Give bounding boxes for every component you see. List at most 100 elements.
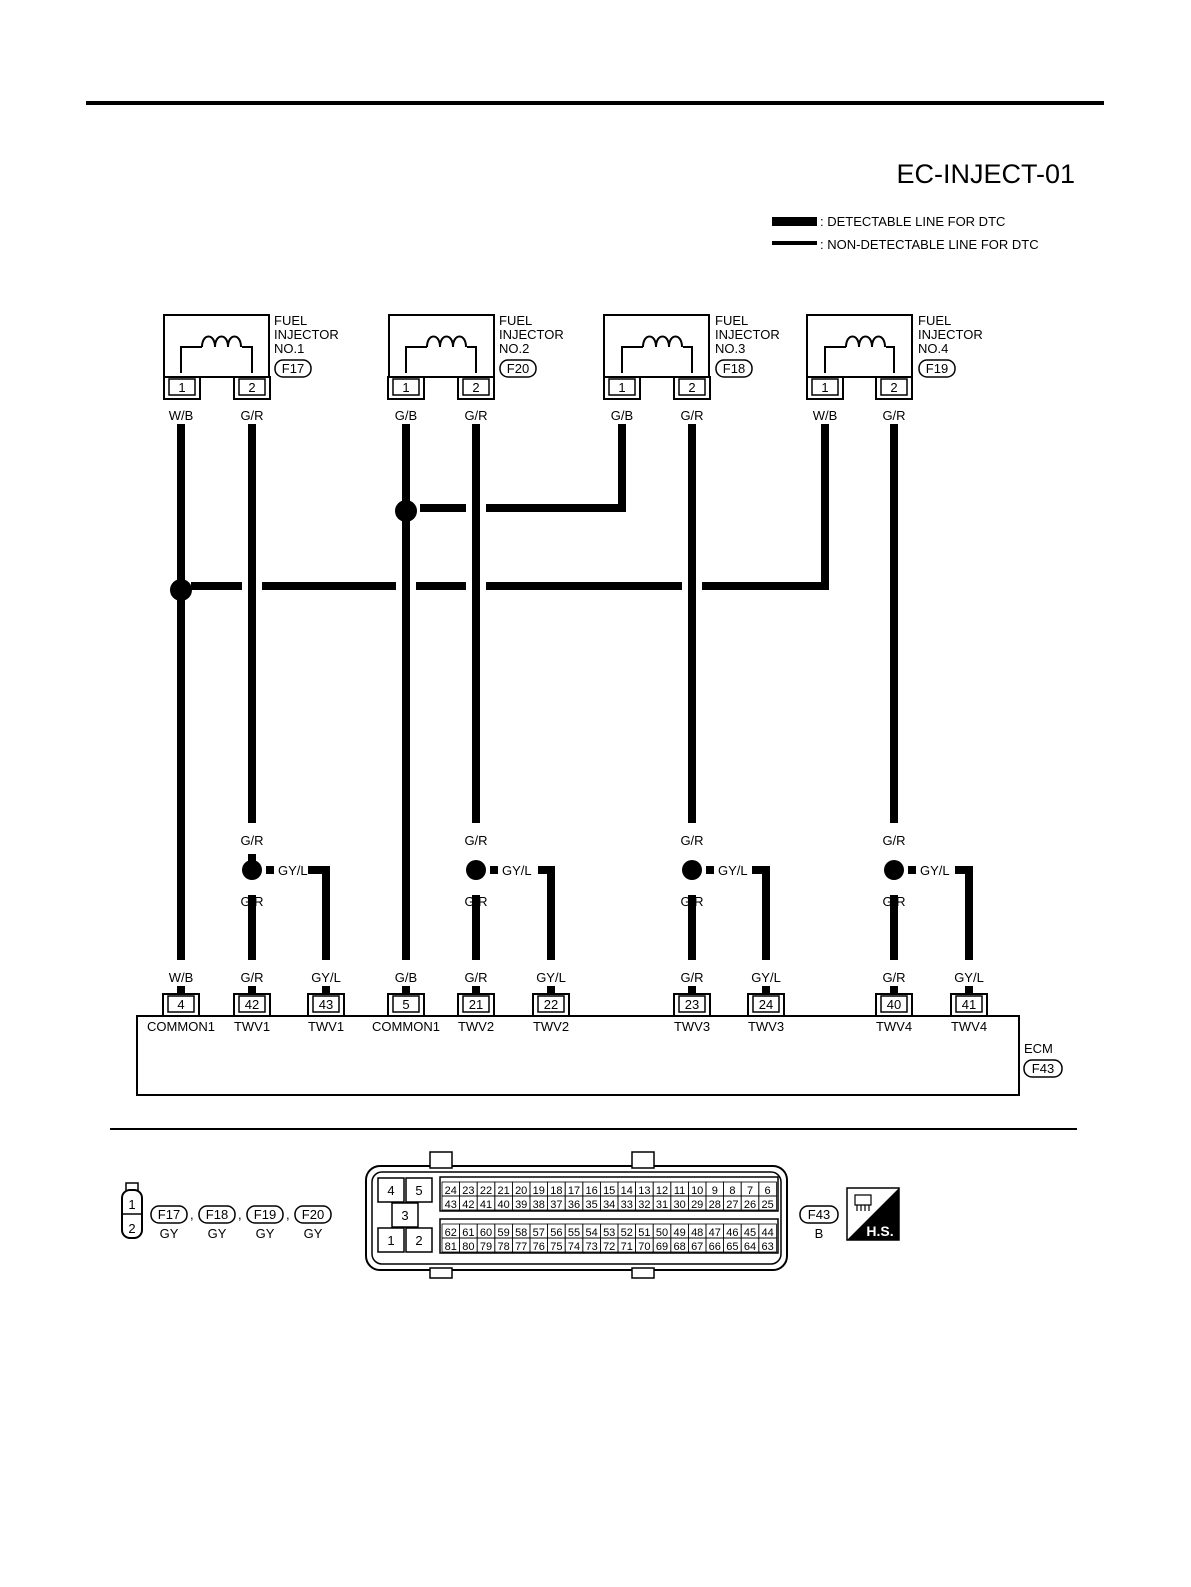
wire-color: G/B <box>395 408 417 423</box>
section-divider <box>110 1128 1077 1130</box>
ecm-pin-number: 38 <box>533 1199 545 1211</box>
ecm-terminal: G/R 42 TWV1 <box>233 970 271 1034</box>
splice-upper-label: G/R <box>464 833 487 848</box>
ecm-terminal: G/R 23 TWV3 <box>673 970 711 1034</box>
small-connector-face: 1 2 <box>121 1182 143 1239</box>
terminal-box <box>462 995 490 1013</box>
ecm-latch-top-right <box>631 1151 655 1169</box>
ecm-pin-block-bottom <box>439 1218 779 1254</box>
splice-dot-2 <box>466 860 486 880</box>
injector-4: 1 2 FUEL INJECTOR NO.4 F19 W/B G/R <box>806 313 983 423</box>
ecm-terminal: GY/L 43 TWV1 <box>307 970 345 1034</box>
ecm-connector-id: F43 <box>808 1207 830 1222</box>
ecm-body <box>136 1015 1020 1096</box>
connector-id: F18 <box>723 361 745 376</box>
terminal-box <box>312 995 340 1013</box>
terminal-box <box>880 995 908 1013</box>
ecm-pin-number: 72 <box>603 1241 615 1253</box>
ecm-pin-number: 27 <box>726 1199 738 1211</box>
connector-id: F19 <box>254 1207 276 1222</box>
terminal-wire: G/B <box>395 970 417 985</box>
pin-box <box>462 378 490 396</box>
terminal-tab <box>322 986 330 994</box>
ecm-pin-number: 74 <box>568 1241 580 1253</box>
ecm-pin-number: 33 <box>621 1199 633 1211</box>
injector-label-3: NO.2 <box>499 341 529 356</box>
ecm-pin-number: 35 <box>585 1199 597 1211</box>
coil-icon <box>180 346 253 373</box>
ecm-pin-number: 68 <box>673 1241 685 1253</box>
ecm-pin-number: 37 <box>550 1199 562 1211</box>
pin-label: 1 <box>178 380 185 395</box>
pin-label: 2 <box>890 380 897 395</box>
ecm-pin-number: 36 <box>568 1199 580 1211</box>
terminal-tab <box>248 986 256 994</box>
ecm-terminal: W/B 4 COMMON1 <box>147 970 215 1034</box>
coil-loops <box>845 335 886 348</box>
splice-upper-label: G/R <box>680 833 703 848</box>
legend: : DETECTABLE LINE FOR DTC : NON-DETECTAB… <box>772 214 1039 252</box>
terminal-box <box>238 995 266 1013</box>
terminal-tab <box>177 986 185 994</box>
terminal-label: TWV2 <box>533 1019 569 1034</box>
wire-color: W/B <box>813 408 838 423</box>
terminal-label: TWV4 <box>951 1019 987 1034</box>
hs-icon-triangle <box>847 1188 899 1240</box>
ecm-pin-number: 62 <box>445 1227 457 1239</box>
injector-label-2: INJECTOR <box>918 327 983 342</box>
terminal-label: TWV3 <box>674 1019 710 1034</box>
ecm-pin-number: 10 <box>691 1185 703 1197</box>
terminal-label: COMMON1 <box>372 1019 440 1034</box>
ecm-pin-number: 73 <box>585 1241 597 1253</box>
harness-side-icon: H.S. <box>846 1187 900 1241</box>
junction-wb <box>170 579 192 601</box>
terminal-wire: W/B <box>169 970 194 985</box>
ecm-pin-number: 24 <box>445 1185 457 1197</box>
terminal-wire: GY/L <box>954 970 984 985</box>
terminal-wire: GY/L <box>751 970 781 985</box>
splice-branch-label: GY/L <box>502 863 532 878</box>
terminal-wire: G/R <box>680 970 703 985</box>
ecm-pin-number: 44 <box>761 1227 773 1239</box>
ecm-pin-number: 78 <box>497 1241 509 1253</box>
splice-dot-1 <box>242 860 262 880</box>
coil-icon <box>621 346 693 373</box>
ecm-big-pin-label: 5 <box>415 1183 422 1198</box>
splice-labels: G/R GY/L G/R G/R GY/L G/R G/R GY/L G/R G… <box>240 833 949 909</box>
pin-box <box>608 378 636 396</box>
junctions <box>170 500 904 880</box>
splice-lower-label: G/R <box>464 894 487 909</box>
ecm-pin-number: 48 <box>691 1227 703 1239</box>
ecm-latch-bottom-left <box>429 1267 453 1279</box>
ecm-pin-number: 18 <box>550 1185 562 1197</box>
wire-gaps <box>247 823 899 833</box>
ecm-pin-number: 25 <box>761 1199 773 1211</box>
ecm-terminal: G/R 21 TWV2 <box>457 970 495 1034</box>
ecm-pin-number: 7 <box>747 1185 753 1197</box>
wire-color: G/R <box>882 408 905 423</box>
ecm-pin-number: 61 <box>462 1227 474 1239</box>
wire-gyl2 <box>538 866 555 960</box>
connector-id: F20 <box>507 361 529 376</box>
connector-badge <box>715 359 753 378</box>
connector-badge <box>150 1205 188 1224</box>
terminal-pin: 22 <box>544 997 558 1012</box>
ecm-unit: ECM F43 <box>136 1015 1063 1096</box>
connector-color: GY <box>208 1226 227 1241</box>
ecm-pin-number: 56 <box>550 1227 562 1239</box>
ecm-pin-number: 11 <box>674 1185 685 1197</box>
wires <box>177 424 973 960</box>
ecm-pin-number: 29 <box>691 1199 703 1211</box>
terminal-pin: 21 <box>469 997 483 1012</box>
ecm-pin-number: 42 <box>462 1199 474 1211</box>
terminal-tab <box>688 986 696 994</box>
ecm-pin-number: 31 <box>656 1199 668 1211</box>
ecm-pin-number: 63 <box>761 1241 773 1253</box>
ecm-pin-number: 45 <box>744 1227 756 1239</box>
hs-label: H.S. <box>866 1223 893 1239</box>
ecm-pin-number: 40 <box>497 1199 509 1211</box>
ecm-pin-number: 6 <box>765 1185 771 1197</box>
